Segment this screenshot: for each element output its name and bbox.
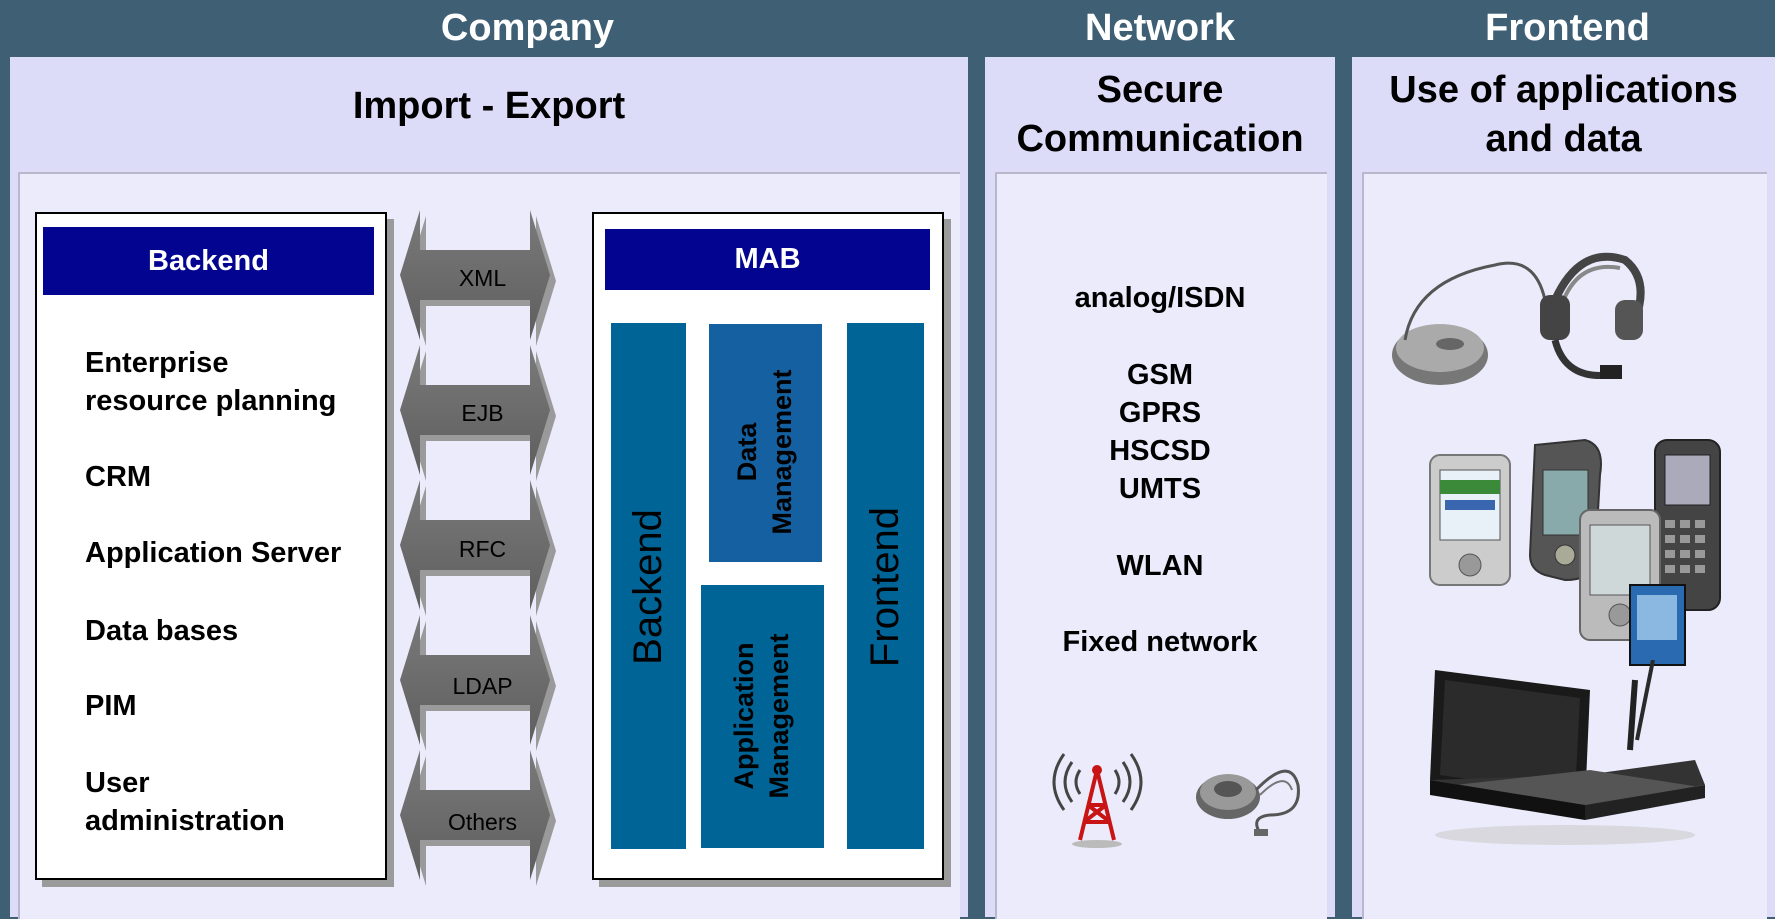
mab-data-management-box	[709, 324, 822, 562]
label-line: Management	[767, 369, 797, 535]
bullet	[55, 771, 63, 779]
network-type: GSM	[1126, 359, 1194, 391]
mab-frontend-label: Frontend	[863, 506, 907, 668]
backend-item-line: Application Server	[85, 537, 342, 569]
header-company: Company	[440, 7, 615, 49]
laptop-icon	[1430, 660, 1705, 845]
backend-item-line: CRM	[85, 461, 152, 493]
subtitle-line: Secure	[1096, 69, 1224, 111]
backend-item: Application Server	[85, 534, 341, 572]
network-group-analog: analog/ISDN	[995, 279, 1325, 317]
label-line: Data	[732, 422, 762, 482]
frontend-subtitle: Use of applications and data	[1352, 66, 1775, 164]
label-line: Application	[729, 642, 759, 790]
interface-label-ldap: LDAP	[452, 673, 513, 699]
bullet	[55, 692, 63, 700]
network-type: HSCSD	[1109, 435, 1211, 467]
network-group-wlan: WLAN	[995, 547, 1325, 585]
backend-item-line: resource planning	[85, 385, 337, 417]
mab-application-management-box	[701, 585, 824, 848]
interface-label-others: Others	[447, 809, 518, 835]
modem-cable-icon	[1196, 769, 1300, 836]
header-network: Network	[1085, 7, 1235, 49]
backend-item-line: Data bases	[85, 615, 239, 647]
mab-data-management-label: Data Management	[730, 337, 800, 567]
backend-item: PIM	[85, 687, 137, 725]
company-subtitle: Import - Export	[352, 85, 626, 127]
bullet	[55, 617, 63, 625]
backend-item-line: Enterprise	[85, 347, 229, 379]
network-subtitle: Secure Communication	[985, 66, 1335, 164]
antenna-tower-icon	[1052, 753, 1143, 848]
header-frontend: Frontend	[1485, 7, 1650, 49]
double-arrow-icon	[400, 615, 556, 751]
backend-card	[35, 212, 387, 880]
pda-devices-icon	[1429, 438, 1721, 666]
network-group-fixed: Fixed network	[995, 623, 1325, 661]
backend-item-line: User	[85, 767, 150, 799]
backend-item: CRM	[85, 458, 151, 496]
backend-item-line: PIM	[85, 690, 137, 722]
backend-item: Enterprise resource planning	[85, 344, 336, 420]
backend-item: User administration	[85, 764, 285, 840]
bullet	[55, 463, 63, 471]
mab-backend-label: Backend	[626, 509, 670, 665]
bullet	[55, 348, 63, 356]
backend-item: Data bases	[85, 612, 238, 650]
backend-item-line: administration	[85, 805, 285, 837]
network-type: UMTS	[1118, 473, 1202, 505]
subtitle-line: Communication	[1016, 118, 1304, 160]
double-arrow-icon	[400, 345, 556, 481]
mab-application-management-label: Application Management	[727, 576, 797, 856]
mab-frontend-column	[847, 323, 924, 849]
network-inner-area	[995, 172, 1327, 919]
label-line: Management	[764, 633, 794, 799]
headset-icon	[1392, 252, 1645, 385]
double-arrow-icon	[400, 750, 556, 886]
mab-card-title: MAB	[605, 229, 930, 290]
backend-card-title: Backend	[43, 227, 374, 295]
mab-backend-column	[611, 323, 686, 849]
network-type: analog/ISDN	[1074, 282, 1246, 314]
network-type: WLAN	[1116, 550, 1204, 582]
double-arrow-icon	[400, 480, 556, 616]
interface-label-xml: XML	[458, 265, 507, 291]
network-group-mobile: GSM GPRS HSCSD UMTS	[995, 356, 1325, 508]
bullet	[55, 540, 63, 548]
interface-label-rfc: RFC	[458, 536, 507, 562]
interface-label-ejb: EJB	[461, 400, 504, 426]
double-arrow-icon	[400, 210, 556, 346]
interface-arrows	[400, 210, 556, 886]
network-type: GPRS	[1118, 397, 1202, 429]
subtitle-line: and data	[1485, 118, 1642, 160]
network-type: Fixed network	[1062, 626, 1258, 658]
subtitle-line: Use of applications	[1389, 69, 1738, 111]
